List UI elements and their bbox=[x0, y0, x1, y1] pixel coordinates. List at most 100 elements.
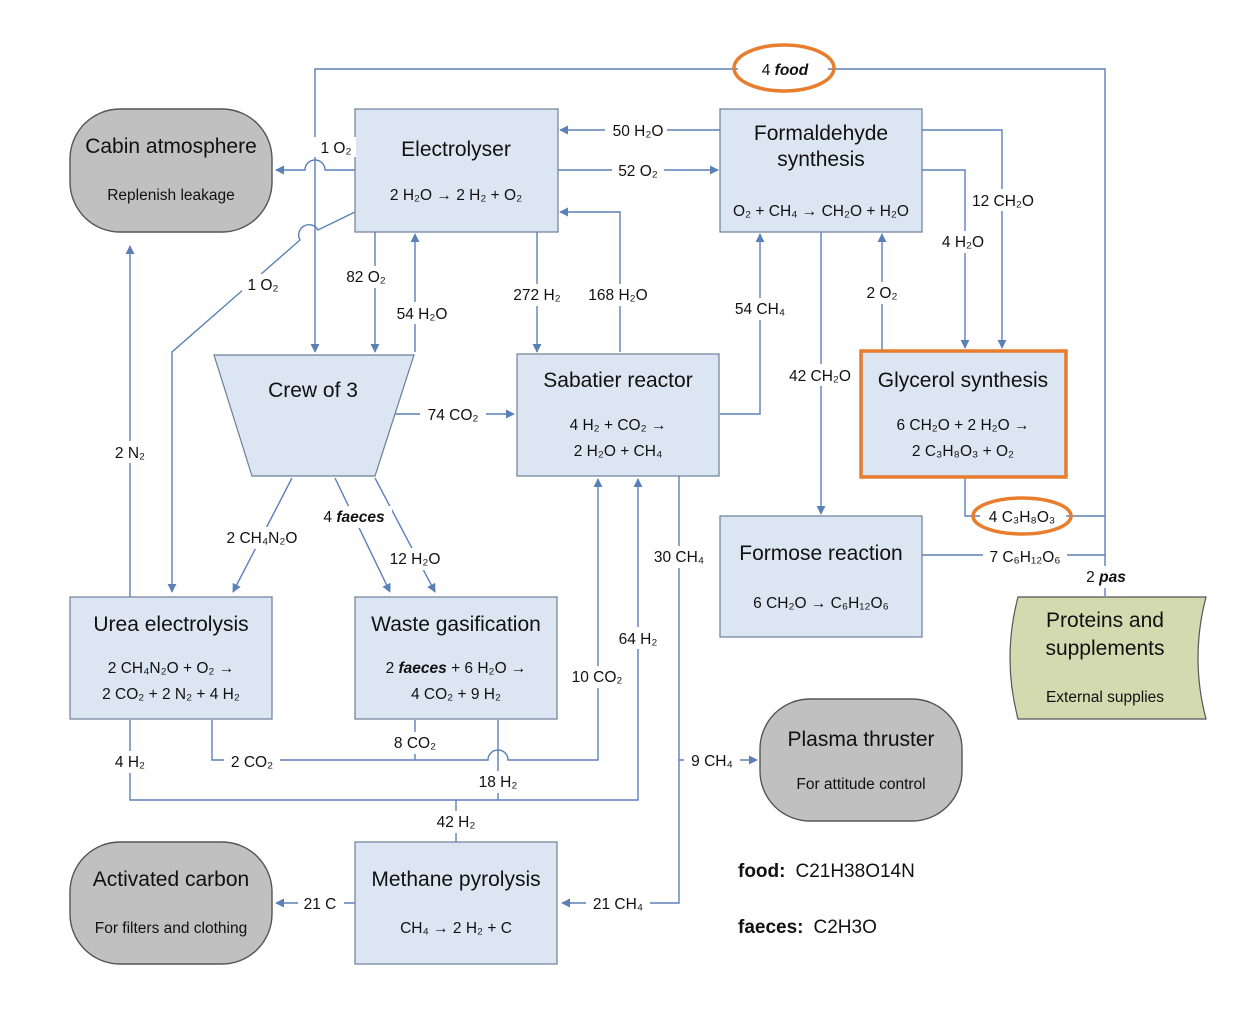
ch2o-12-line bbox=[922, 129, 1007, 349]
legend-faeces-formula: C2H3O bbox=[814, 917, 877, 938]
flow-o2-cabin: 1 O₂ bbox=[321, 140, 352, 157]
o2-to-cabin-line bbox=[275, 159, 355, 175]
pyrolysis-reaction: CH₄ → 2 H₂ + C bbox=[400, 920, 512, 937]
legend-faeces: faeces: C2H3O bbox=[738, 917, 877, 938]
flow-h2-4: 4 H₂ bbox=[115, 754, 145, 771]
flow-h2o-168: 168 H₂O bbox=[588, 287, 647, 304]
activated-subtitle: For filters and clothing bbox=[95, 920, 248, 937]
faeces-4-line bbox=[334, 477, 391, 593]
flow-c-21: 21 C bbox=[304, 896, 337, 913]
proteins-subtitle: External supplies bbox=[1046, 689, 1164, 706]
flow-ch4-9: 9 CH₄ bbox=[691, 753, 733, 770]
flow-h2o-54: 54 H₂O bbox=[397, 306, 448, 323]
plasma-subtitle: For attitude control bbox=[796, 776, 925, 793]
electrolyser-reaction: 2 H₂O → 2 H₂ + O₂ bbox=[390, 187, 522, 204]
formaldehyde-title-1: Formaldehyde bbox=[754, 122, 888, 145]
flow-o2-urea: 1 O₂ bbox=[248, 277, 279, 294]
formaldehyde-reaction: O₂ + CH₄ → CH₂O + H₂O bbox=[733, 203, 909, 220]
food-highlight bbox=[732, 43, 836, 93]
legend-food-key: food: bbox=[738, 861, 785, 882]
waste-title: Waste gasification bbox=[371, 613, 541, 636]
flow-h2-42: 42 H₂ bbox=[437, 814, 476, 831]
ch4-30-line bbox=[561, 476, 680, 908]
flow-o2-2: 2 O₂ bbox=[867, 285, 898, 302]
glycerol-reaction-2: 2 C₃H₈O₃ + O₂ bbox=[912, 443, 1014, 460]
flow-h2o-4: 4 H₂O bbox=[942, 234, 984, 251]
flow-faeces-4: 4 faeces bbox=[323, 509, 385, 526]
glycerol-output-highlight bbox=[971, 496, 1073, 536]
flow-ch4-21: 21 CH₄ bbox=[593, 896, 643, 913]
waste-reaction-1-faeces: faeces bbox=[399, 660, 448, 677]
formaldehyde-title-2: synthesis bbox=[777, 148, 865, 171]
flow-pas-word: pas bbox=[1098, 569, 1126, 586]
waste-reaction-1-pre: 2 bbox=[386, 660, 399, 677]
flow-h2-272: 272 H₂ bbox=[513, 287, 560, 304]
flow-o2-82: 82 O₂ bbox=[346, 269, 386, 286]
proteins-title-1: Proteins and bbox=[1046, 609, 1164, 632]
glycerol-reaction-1: 6 CH₂O + 2 H₂O → bbox=[896, 417, 1029, 434]
cabin-title: Cabin atmosphere bbox=[85, 135, 257, 158]
urea-reaction-1: 2 CH₄N₂O + O₂ → bbox=[108, 660, 234, 677]
crew-title: Crew of 3 bbox=[268, 379, 358, 402]
flow-glycerol-4: 4 C₃H₈O₃ bbox=[989, 509, 1055, 526]
waste-reaction-2: 4 CO₂ + 9 H₂ bbox=[411, 686, 501, 703]
sabatier-reaction-1: 4 H₂ + CO₂ → bbox=[570, 417, 667, 434]
flow-ch4-30: 30 CH₄ bbox=[654, 549, 704, 566]
waste-node: Waste gasification 2 faeces + 6 H₂O → 4 … bbox=[354, 596, 558, 720]
urea-node: Urea electrolysis 2 CH₄N₂O + O₂ → 2 CO₂ … bbox=[69, 596, 273, 720]
flow-pas: 2 pas bbox=[1086, 569, 1126, 586]
flow-co2-74: 74 CO₂ bbox=[428, 407, 479, 424]
flow-co2-10: 10 CO₂ bbox=[572, 669, 623, 686]
legend-food-formula: C21H38O14N bbox=[795, 861, 914, 882]
food-loop-line bbox=[310, 68, 1106, 555]
formula-legend: food: C21H38O14N faeces: C2H3O bbox=[738, 861, 915, 938]
sabatier-reaction-2: 2 H₂O + CH₄ bbox=[574, 443, 663, 460]
flow-n2-2: 2 N₂ bbox=[115, 445, 145, 462]
proteins-title-2: supplements bbox=[1045, 637, 1164, 660]
flow-h2-18: 18 H₂ bbox=[479, 774, 518, 791]
h2o-12-line bbox=[374, 477, 436, 593]
flow-h2-64: 64 H₂ bbox=[619, 631, 658, 648]
cabin-atmosphere-node: Cabin atmosphere Replenish leakage bbox=[69, 108, 273, 233]
flow-ch4-54: 54 CH₄ bbox=[735, 301, 785, 318]
urea-reaction-2: 2 CO₂ + 2 N₂ + 4 H₂ bbox=[102, 686, 240, 703]
flow-co2-2: 2 CO₂ bbox=[231, 754, 273, 771]
formose-node: Formose reaction 6 CH₂O → C₆H₁₂O₆ bbox=[719, 515, 923, 638]
flow-ch2o-12: 12 CH₂O bbox=[972, 193, 1034, 210]
plasma-title: Plasma thruster bbox=[787, 728, 934, 751]
o2-to-urea-line bbox=[167, 211, 356, 593]
flow-o2-52: 52 O₂ bbox=[618, 163, 658, 180]
activated-carbon-node: Activated carbon For filters and clothin… bbox=[69, 841, 273, 965]
ch4-54-line bbox=[720, 233, 765, 415]
h2o-4-line bbox=[922, 169, 970, 349]
flow-urea-2: 2 CH₄N₂O bbox=[227, 530, 298, 547]
sabatier-node: Sabatier reactor 4 H₂ + CO₂ → 2 H₂O + CH… bbox=[516, 353, 720, 477]
h2o-168-line bbox=[559, 207, 621, 352]
electrolyser-title: Electrolyser bbox=[401, 138, 511, 161]
electrolyser-node: Electrolyser 2 H₂O → 2 H₂ + O₂ bbox=[354, 108, 559, 233]
glycerol-node: Glycerol synthesis 6 CH₂O + 2 H₂O → 2 C₃… bbox=[859, 349, 1068, 479]
flow-ch2o-42: 42 CH₂O bbox=[789, 368, 851, 385]
formaldehyde-node: Formaldehyde synthesis O₂ + CH₄ → CH₂O +… bbox=[719, 108, 923, 233]
pyrolysis-title: Methane pyrolysis bbox=[371, 868, 540, 891]
waste-reaction-1-post: + 6 H₂O → bbox=[447, 660, 527, 677]
glycerol-title: Glycerol synthesis bbox=[878, 369, 1048, 392]
sabatier-title: Sabatier reactor bbox=[543, 369, 692, 392]
waste-reaction-1: 2 faeces + 6 H₂O → bbox=[386, 660, 527, 677]
urea-title: Urea electrolysis bbox=[93, 613, 248, 636]
formose-title: Formose reaction bbox=[739, 542, 902, 565]
legend-faeces-key: faeces: bbox=[738, 917, 804, 938]
proteins-node: Proteins and supplements External suppli… bbox=[1009, 596, 1207, 720]
cabin-subtitle: Replenish leakage bbox=[107, 187, 235, 204]
crew-node: Crew of 3 bbox=[213, 354, 415, 477]
flow-faeces-num: 4 bbox=[323, 509, 336, 526]
flow-co2-8: 8 CO₂ bbox=[394, 735, 436, 752]
flow-h2o-50: 50 H₂O bbox=[613, 123, 664, 140]
activated-title: Activated carbon bbox=[93, 868, 249, 891]
flow-food: 4 food bbox=[762, 62, 809, 79]
formose-reaction: 6 CH₂O → C₆H₁₂O₆ bbox=[753, 595, 889, 612]
flow-h2o-12: 12 H₂O bbox=[390, 551, 441, 568]
plasma-node: Plasma thruster For attitude control bbox=[759, 698, 963, 822]
flow-food-word: food bbox=[775, 62, 809, 79]
